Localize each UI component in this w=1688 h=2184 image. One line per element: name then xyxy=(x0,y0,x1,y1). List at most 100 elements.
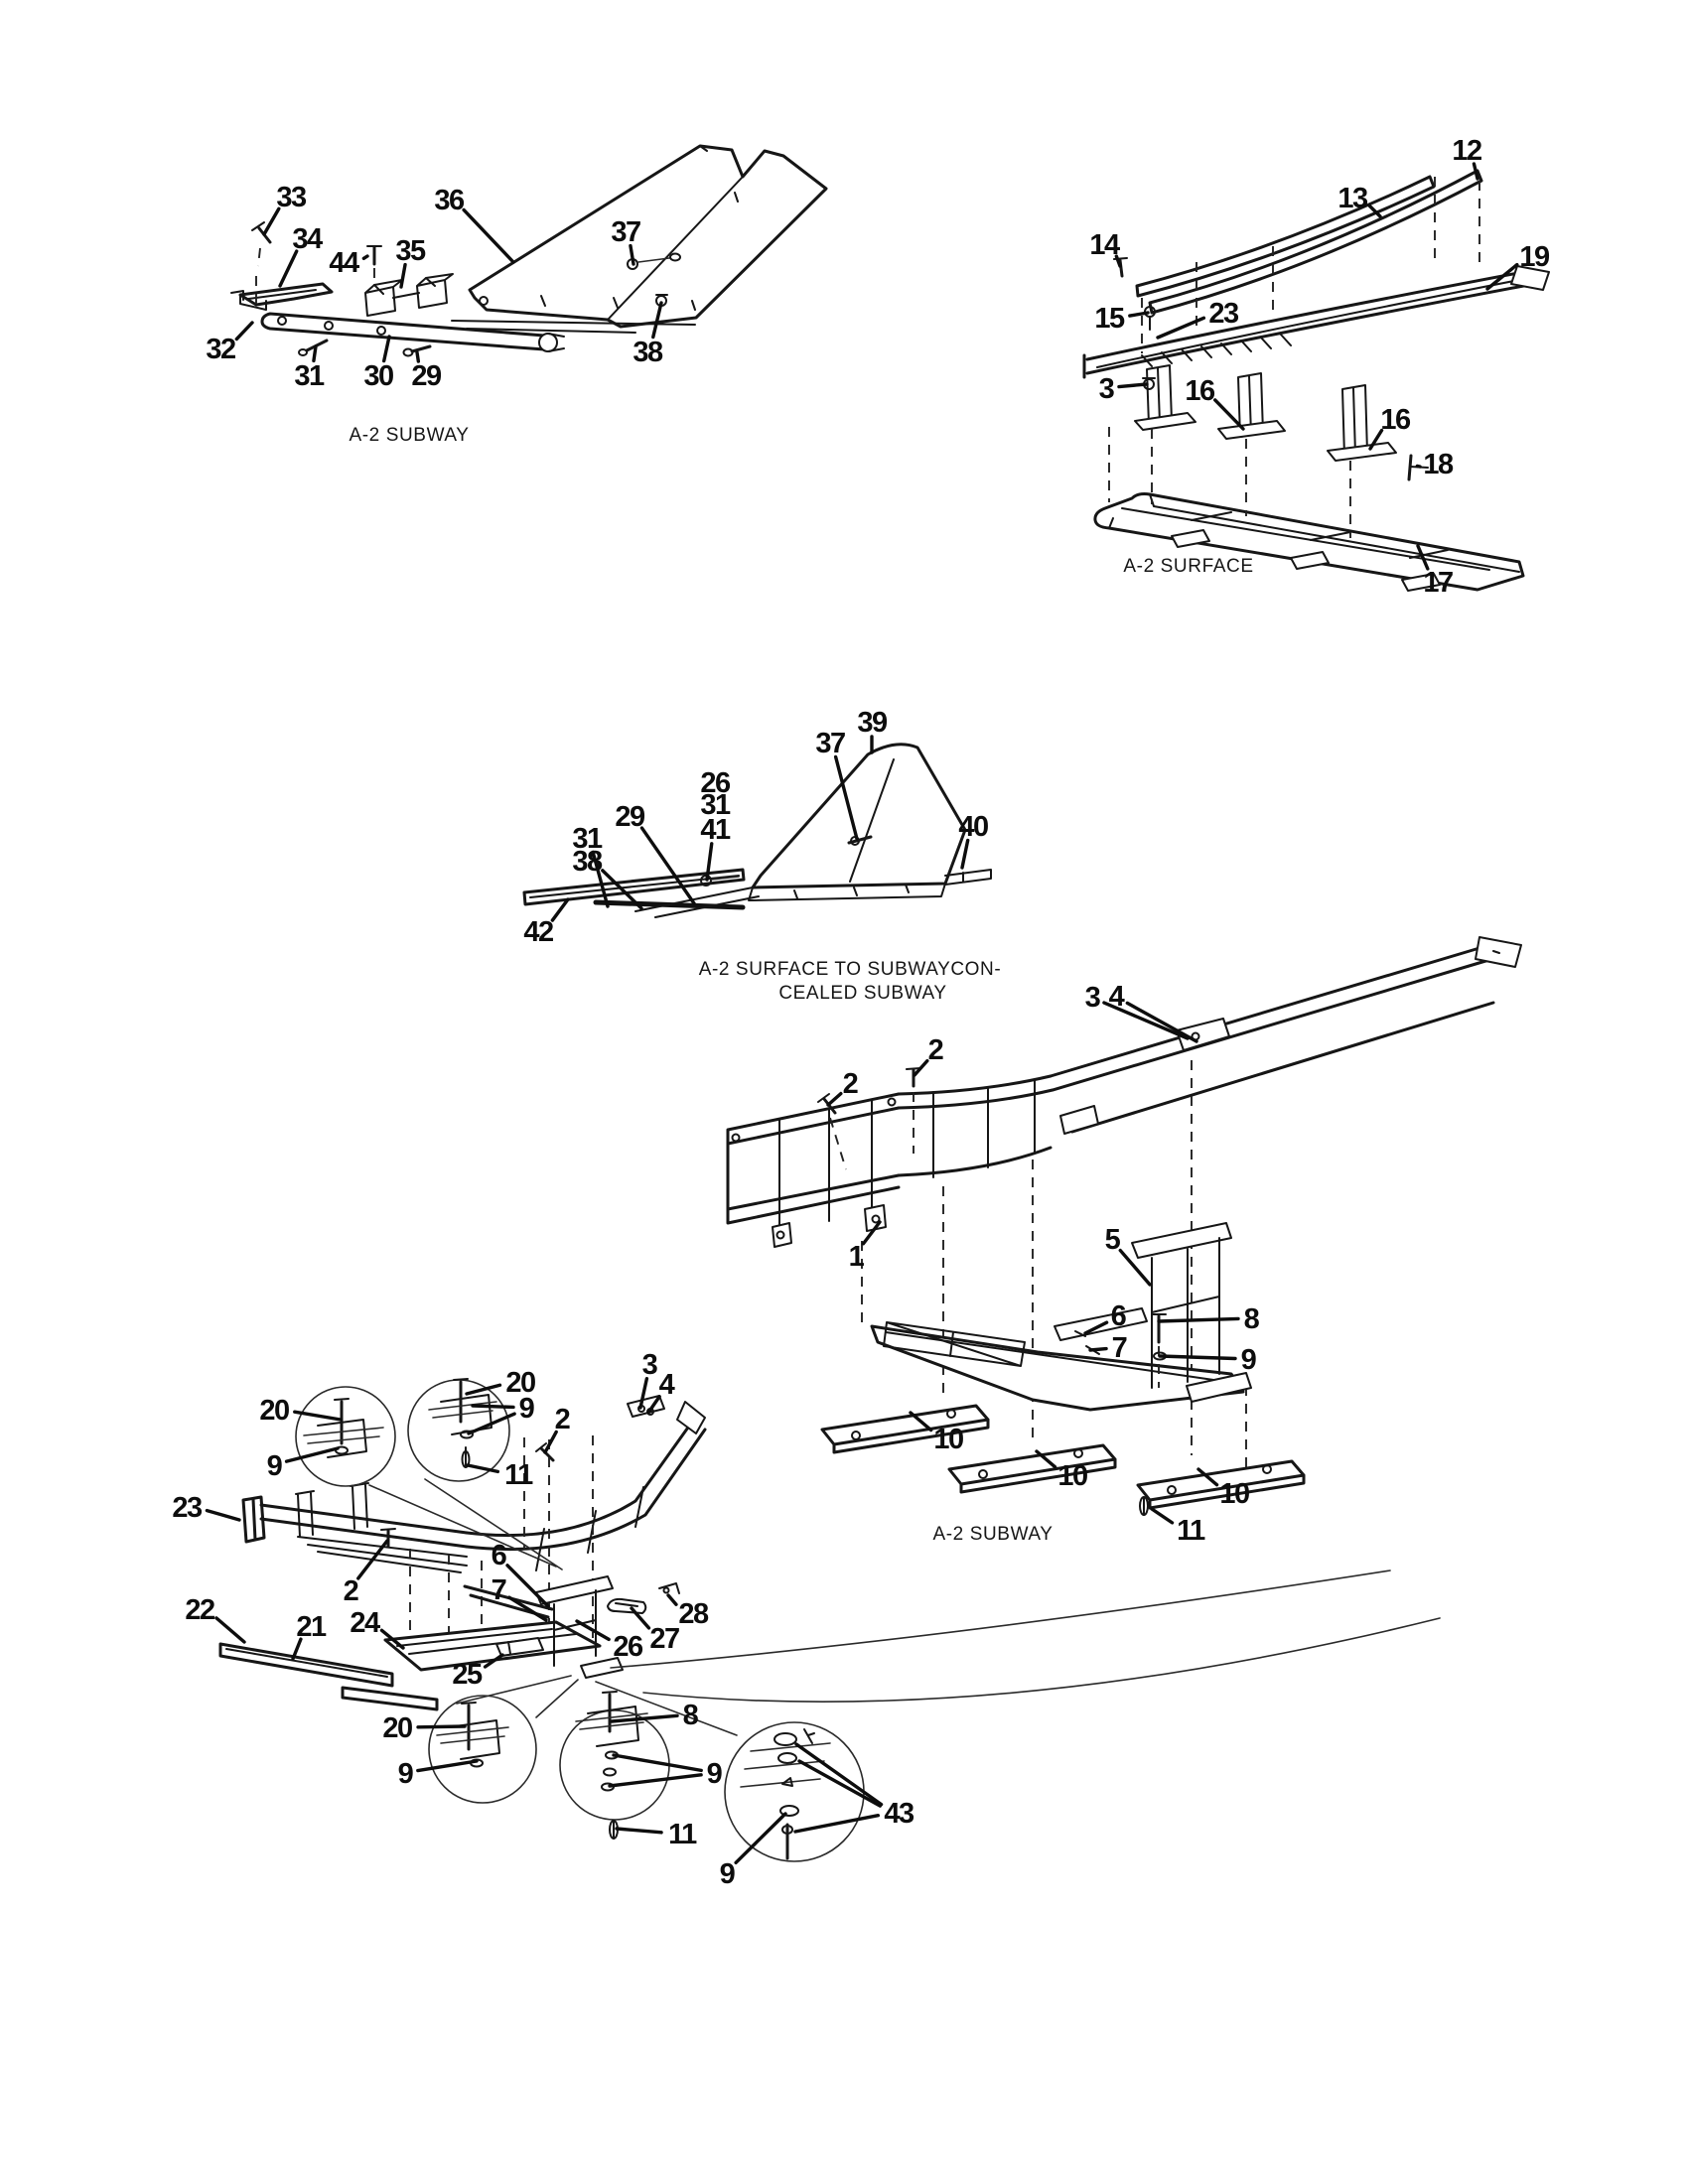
frame-19-23 xyxy=(1082,265,1550,379)
part-number: 13 xyxy=(1337,183,1368,214)
callout-29: 29 xyxy=(411,350,443,392)
callout-7: 7 xyxy=(492,1574,548,1622)
bar-tube-end xyxy=(538,333,558,352)
screw-2-icons xyxy=(817,1067,921,1170)
part-number: 21 xyxy=(296,1611,327,1643)
callout-3: 3 xyxy=(1099,373,1149,405)
callout-31: 31 xyxy=(294,344,326,392)
part-number: 3 xyxy=(1085,982,1101,1014)
callout-32: 32 xyxy=(206,321,254,365)
callout-34: 34 xyxy=(278,223,324,288)
callout-39: 39 xyxy=(857,707,889,754)
panel-hole xyxy=(479,296,489,306)
flange-lines xyxy=(451,320,696,334)
leader-line xyxy=(1213,398,1245,431)
part-number: 6 xyxy=(492,1540,507,1571)
bolt-29-icon xyxy=(402,344,432,357)
callout-20: 20 xyxy=(259,1395,343,1427)
part-number: 31 xyxy=(294,360,325,392)
part-number: 40 xyxy=(958,811,988,843)
leader-line xyxy=(734,1812,787,1865)
callout-9: 9 xyxy=(467,1393,536,1435)
leader-line xyxy=(610,1713,679,1723)
callout-8: 8 xyxy=(1157,1303,1261,1335)
callout-9: 9 xyxy=(267,1446,340,1482)
part-number: 6 xyxy=(1111,1300,1127,1332)
leader-line xyxy=(666,1593,678,1606)
leader-line xyxy=(826,1091,843,1107)
callout-12: 12 xyxy=(1452,135,1482,181)
part-number: 19 xyxy=(1519,241,1550,273)
leader-line xyxy=(1367,204,1382,218)
part-number: 20 xyxy=(505,1367,535,1399)
part-number: 1 xyxy=(849,1241,865,1273)
detail-bolt-20-9-a xyxy=(303,1398,384,1458)
leader-line xyxy=(471,1404,515,1410)
leader-line xyxy=(278,249,299,288)
callout-19: 19 xyxy=(1485,241,1551,291)
foot-pad xyxy=(1134,412,1196,431)
callout-38: 38 xyxy=(633,301,664,368)
clip-28-icon xyxy=(658,1582,680,1594)
tower-5 xyxy=(1131,1222,1252,1403)
part-number: 23 xyxy=(172,1492,203,1524)
callout-2: 2 xyxy=(913,1034,944,1077)
callout-4: 4 xyxy=(646,1369,676,1415)
leader-line xyxy=(205,1508,241,1522)
callout-33: 33 xyxy=(262,182,308,236)
leader-line xyxy=(608,1773,703,1788)
callout-37: 37 xyxy=(611,216,641,266)
leader-line xyxy=(797,1759,883,1808)
part-number: 9 xyxy=(398,1758,414,1790)
leader-line xyxy=(861,1220,882,1246)
part-number: 4 xyxy=(659,1369,675,1401)
part-number: 9 xyxy=(519,1393,535,1425)
leader-line xyxy=(312,344,318,363)
leader-line xyxy=(1118,1248,1152,1287)
projection-lines xyxy=(861,1060,1247,1479)
leader-line xyxy=(1088,1346,1108,1352)
panel-slots xyxy=(540,192,739,311)
slat-feet xyxy=(772,1204,887,1248)
callout-9: 9 xyxy=(398,1758,479,1790)
leader-line xyxy=(291,1637,303,1661)
detail-circles xyxy=(295,1379,1441,1862)
foot-pad-16b xyxy=(1327,442,1397,462)
part-number: 9 xyxy=(720,1858,736,1890)
leader-line xyxy=(1472,162,1479,181)
callout-29: 29 xyxy=(615,801,696,905)
blade-13 xyxy=(1135,175,1436,298)
part-number: 4 xyxy=(1109,981,1125,1013)
callout-2: 2 xyxy=(826,1068,859,1107)
leader-line xyxy=(361,254,369,261)
callout-10: 10 xyxy=(1196,1467,1250,1510)
part-number: 8 xyxy=(1244,1303,1260,1335)
part-number: 27 xyxy=(649,1623,679,1655)
leader-line xyxy=(615,1827,663,1835)
projection-lines xyxy=(1108,177,1480,538)
bracket-3-4-target xyxy=(1176,1018,1230,1051)
leader-line xyxy=(646,1395,661,1415)
callout-3: 3 xyxy=(1085,982,1190,1040)
drawing-a2-subway-top xyxy=(230,144,828,357)
callout-6: 6 xyxy=(1083,1300,1128,1335)
callout-25: 25 xyxy=(452,1653,504,1691)
leader-line xyxy=(1196,1467,1219,1487)
callout-4: 4 xyxy=(1109,981,1198,1043)
part-number: 16 xyxy=(1185,375,1215,407)
bolt-37-icon xyxy=(627,252,681,270)
caption-a2-subway-top: A-2 SUBWAY xyxy=(349,425,469,446)
callout-6: 6 xyxy=(492,1540,550,1608)
part-number: 14 xyxy=(1089,229,1120,261)
leader-line xyxy=(601,869,643,910)
callout-2: 2 xyxy=(344,1539,389,1607)
leader-line xyxy=(550,897,570,922)
panel-39-seam xyxy=(849,758,895,883)
leader-line xyxy=(416,1759,479,1773)
leader-line xyxy=(913,1058,929,1077)
callout-38: 38 xyxy=(572,846,643,910)
callout-26: 26 xyxy=(700,767,732,799)
leader-line xyxy=(1156,316,1206,340)
part-number: 9 xyxy=(1241,1344,1257,1376)
screw-2c-icon xyxy=(535,1442,555,1462)
